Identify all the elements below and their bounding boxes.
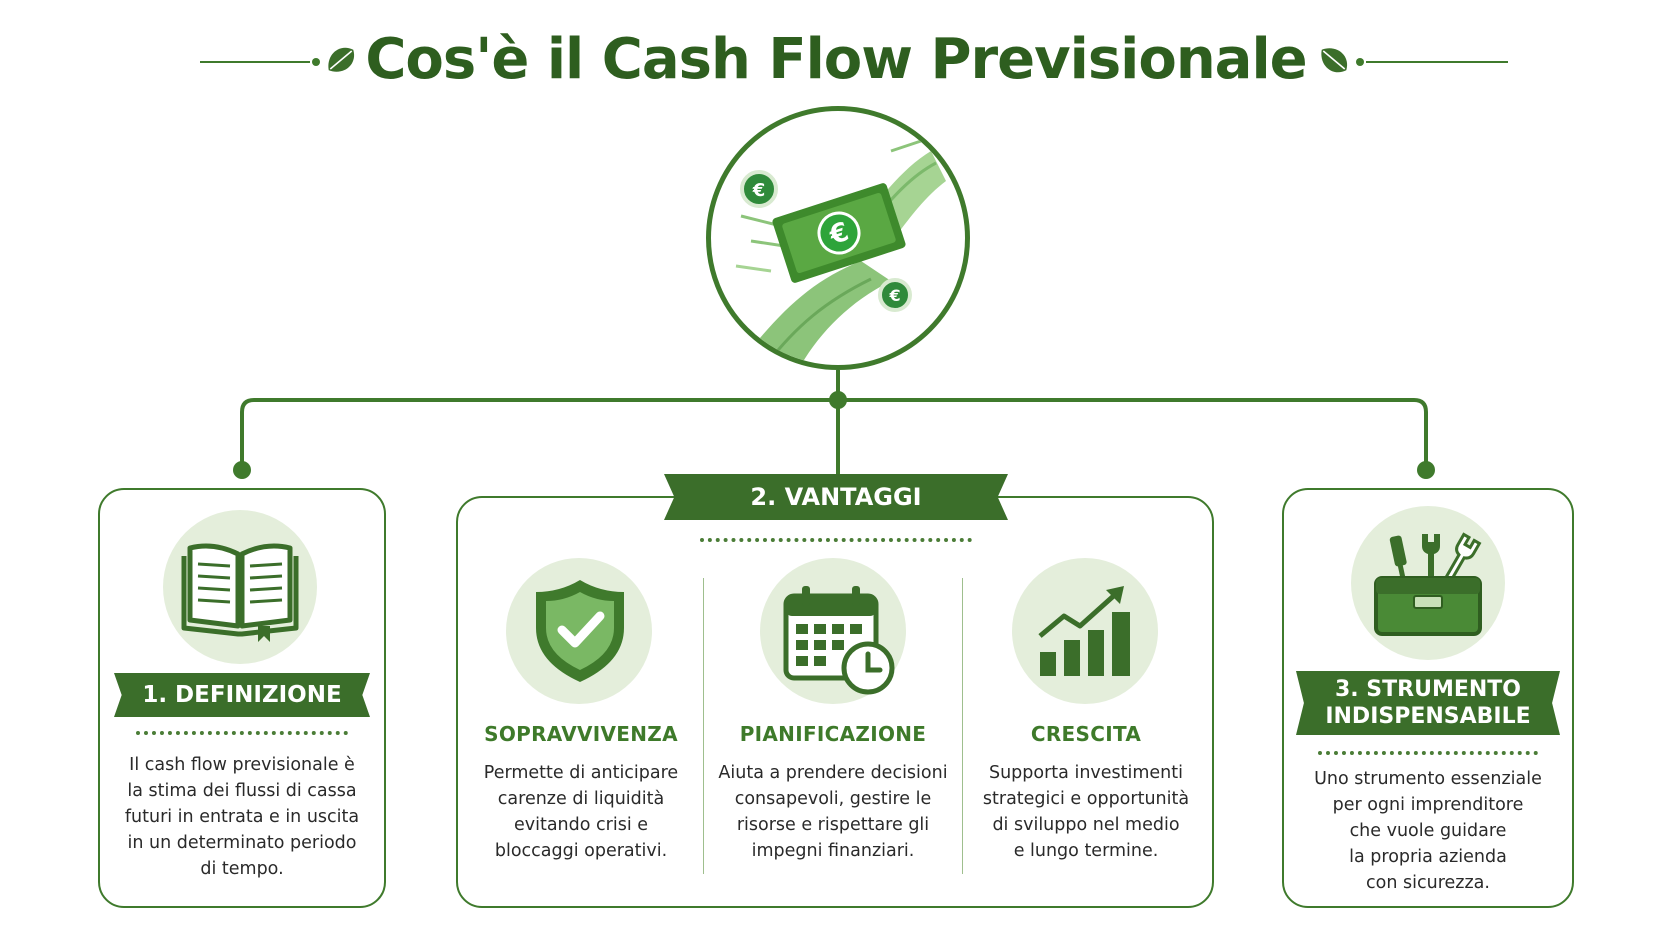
- pianificazione-title: PIANIFICAZIONE: [739, 722, 927, 746]
- toolbox-icon: [1374, 532, 1482, 636]
- vantaggi-dots: [700, 538, 972, 542]
- definizione-label: 1. DEFINIZIONE: [142, 682, 342, 708]
- strumento-dots: [1318, 751, 1538, 755]
- svg-text:€: €: [752, 180, 766, 201]
- title-decoration-left: [200, 47, 355, 72]
- shield-check-icon: [536, 580, 624, 682]
- strumento-text: Uno strumento essenziale per ogni impren…: [1314, 769, 1542, 893]
- title-decoration-right: [1321, 48, 1508, 73]
- open-book-icon: [181, 543, 299, 642]
- svg-text:€: €: [888, 286, 900, 305]
- vantaggi-label: 2. VANTAGGI: [750, 483, 922, 511]
- vantaggi-divider-2: [962, 578, 963, 874]
- crescita-text: Supporta investimenti strategici e oppor…: [982, 763, 1190, 861]
- money-flow-euro-icon: € € €: [735, 139, 946, 365]
- central-money-icon-circle: € € €: [706, 106, 970, 370]
- leaf-icon: [328, 47, 355, 72]
- strumento-label-line2: INDISPENSABILE: [1325, 704, 1531, 729]
- vantaggi-ribbon: 2. VANTAGGI: [664, 474, 1008, 520]
- page-title: Cos'è il Cash Flow Previsionale: [365, 27, 1307, 92]
- definizione-text: Il cash flow previsionale è la stima dei…: [124, 755, 360, 879]
- vantaggi-divider-1: [703, 578, 704, 874]
- strumento-label-line1: 3. STRUMENTO: [1334, 677, 1522, 702]
- definizione-dots: [136, 731, 348, 735]
- crescita-title: CRESCITA: [1030, 722, 1142, 746]
- definizione-ribbon: 1. DEFINIZIONE: [114, 673, 370, 717]
- calendar-clock-icon: [783, 586, 895, 695]
- crescita-icon-circle: [1012, 558, 1158, 704]
- sopravvivenza-title: SOPRAVVIVENZA: [484, 722, 678, 746]
- sopravvivenza-text: Permette di anticipare carenze di liquid…: [483, 763, 679, 861]
- pianificazione-text: Aiuta a prendere decisioni consapevoli, …: [718, 763, 948, 861]
- leaf-icon: [1321, 48, 1348, 73]
- strumento-ribbon: 3. STRUMENTO INDISPENSABILE: [1296, 671, 1560, 735]
- growth-chart-icon: [1038, 586, 1130, 676]
